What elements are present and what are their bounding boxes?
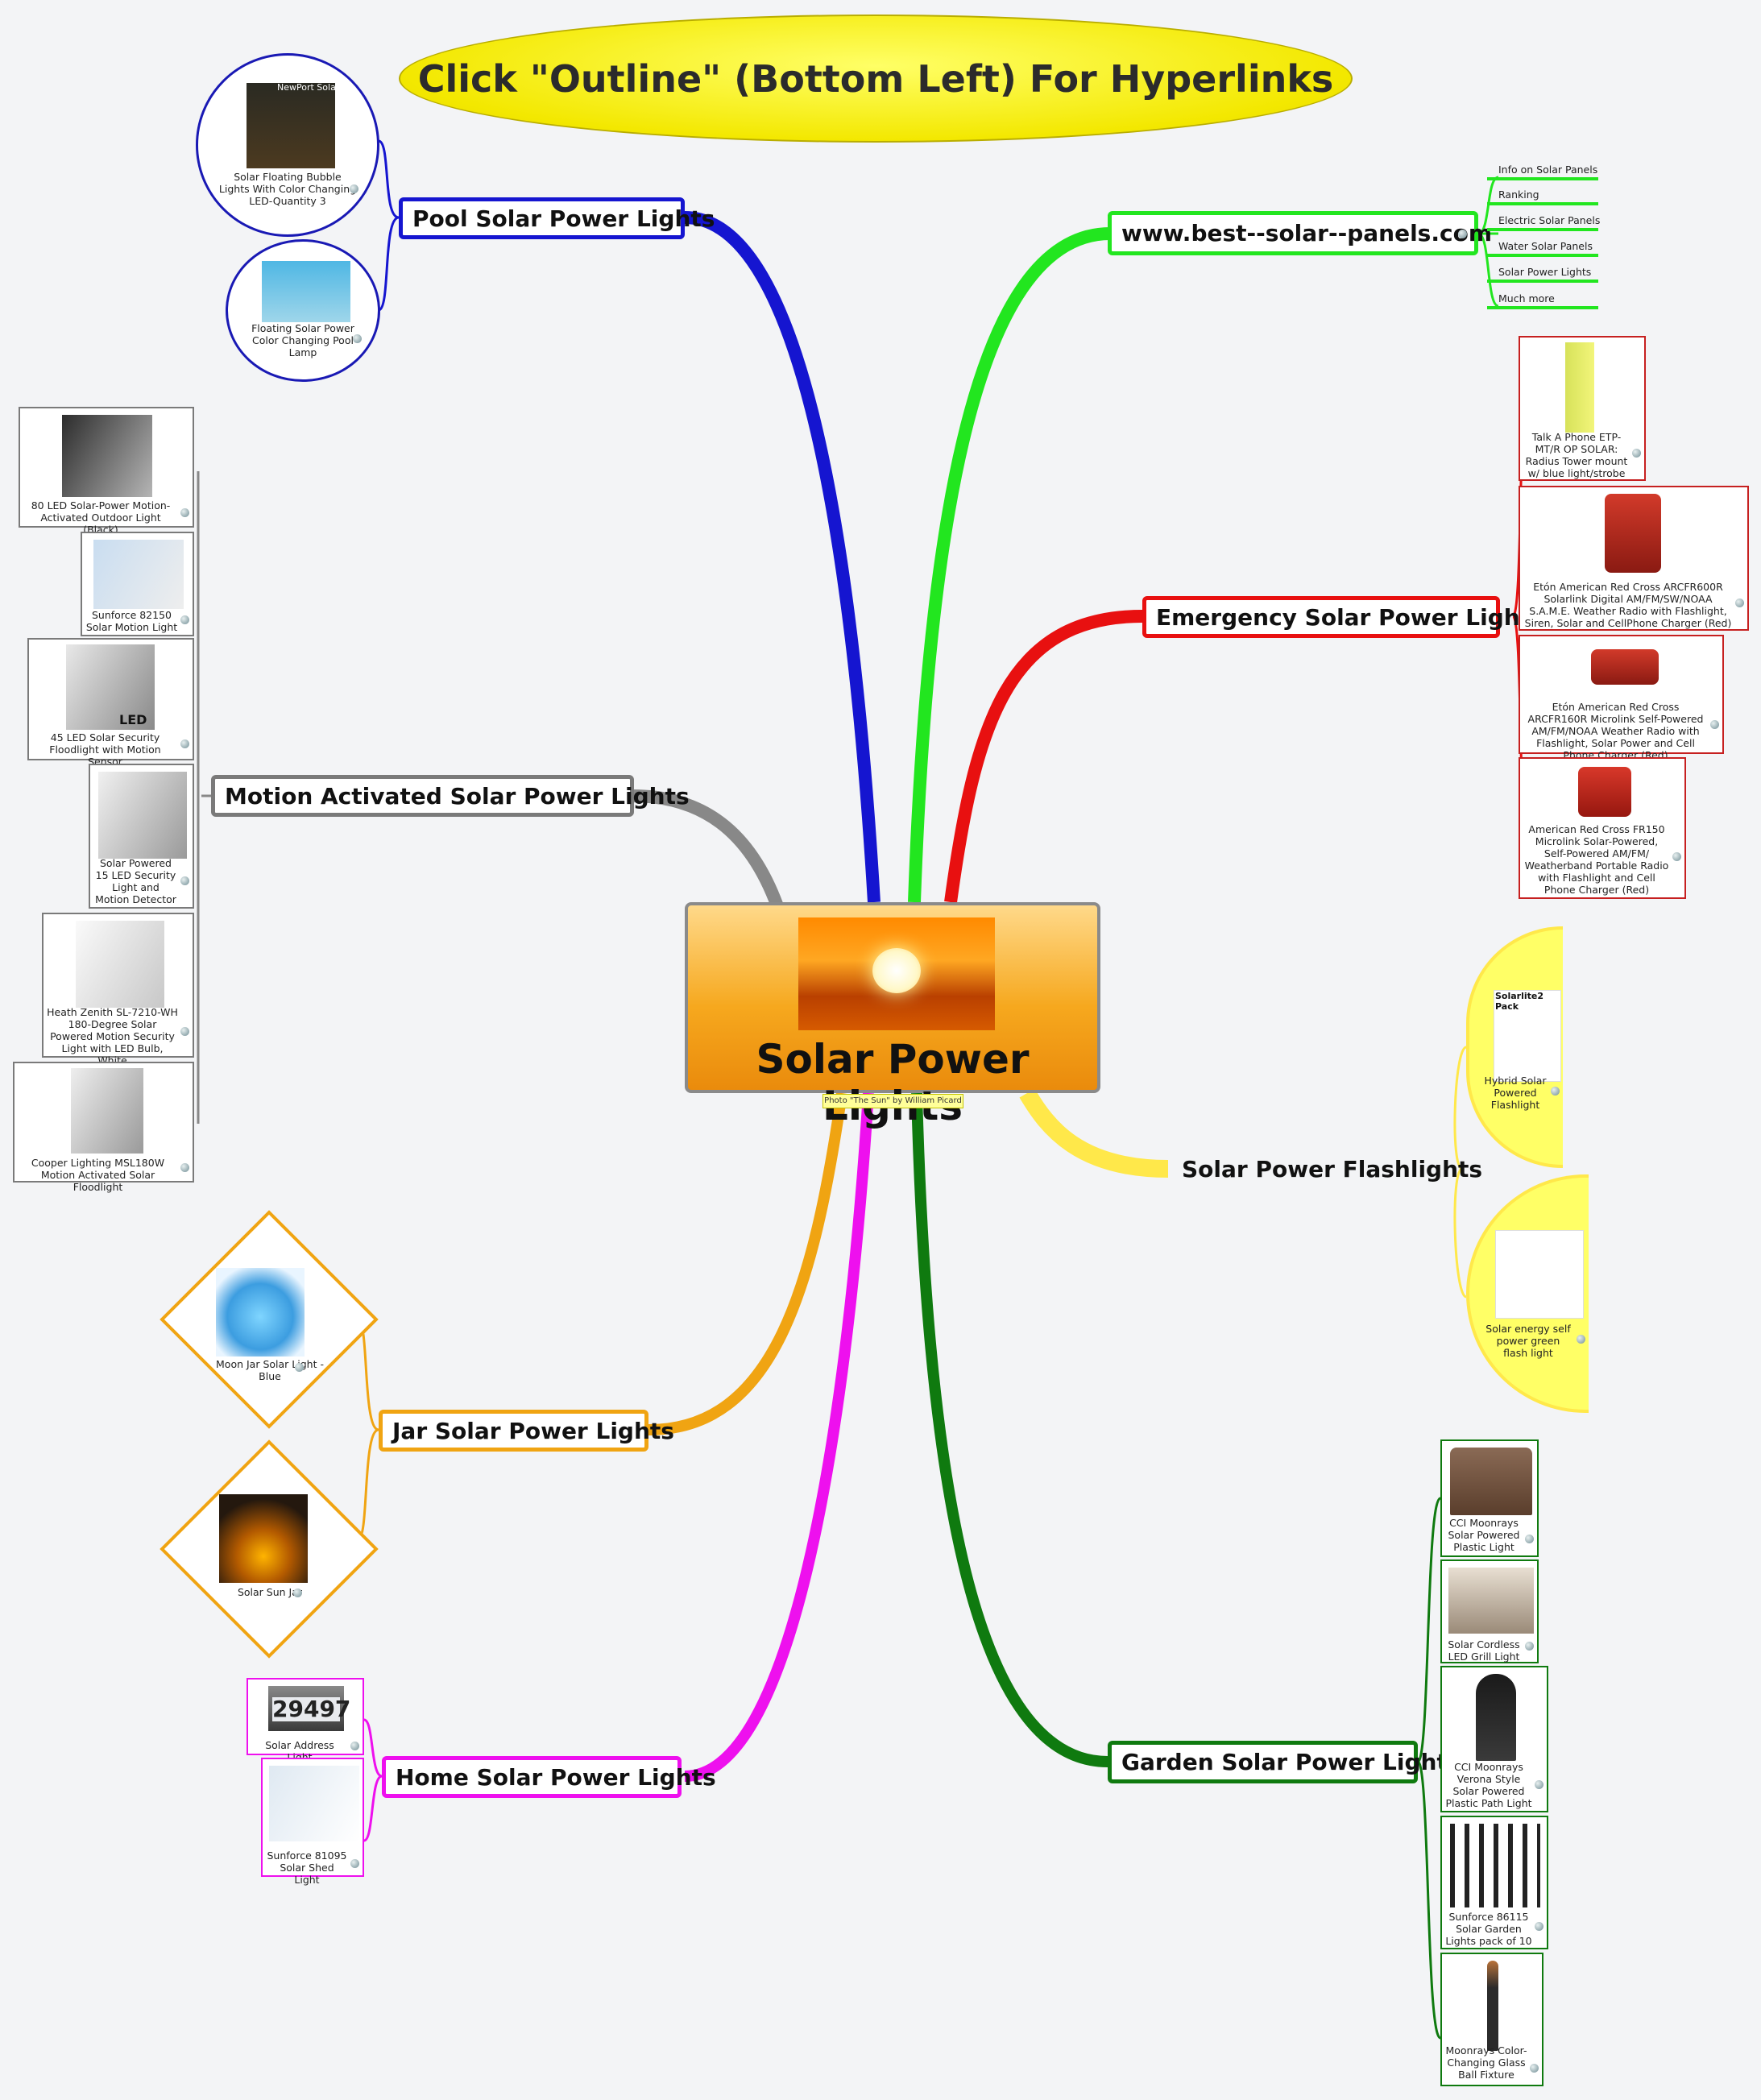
link-garden bbox=[911, 1092, 1108, 1767]
branch-emergency[interactable]: Emergency Solar Power Lights bbox=[1142, 596, 1544, 638]
home-item-shed-light[interactable]: Sunforce 81095 Solar Shed Light bbox=[261, 1758, 364, 1886]
motion-item-15-led[interactable]: Solar Powered 15 LED Security Light and … bbox=[89, 764, 194, 909]
pool-item-bubble-lights[interactable]: NewPort Solar Solar Floating Bubble Ligh… bbox=[196, 53, 379, 237]
hyperlink-icon[interactable] bbox=[180, 1027, 189, 1036]
sun-photo bbox=[798, 917, 995, 1030]
site-link-ranking[interactable]: Ranking bbox=[1498, 188, 1539, 201]
garden-item-sunforce-86115[interactable]: Sunforce 86115 Solar Garden Lights pack … bbox=[1440, 1816, 1548, 1949]
photo-credit: Photo "The Sun" by William Picard bbox=[822, 1094, 963, 1108]
site-link-more[interactable]: Much more bbox=[1498, 292, 1555, 304]
hyperlink-icon[interactable] bbox=[350, 184, 358, 193]
branch-pool[interactable]: Pool Solar Power Lights bbox=[399, 197, 715, 239]
site-link-water[interactable]: Water Solar Panels bbox=[1498, 240, 1593, 252]
hyperlink-banner: Click "Outline" (Bottom Left) For Hyperl… bbox=[399, 14, 1353, 143]
branch-home[interactable]: Home Solar Power Lights bbox=[382, 1756, 716, 1798]
hyperlink-icon[interactable] bbox=[353, 334, 362, 343]
hyperlink-icon[interactable] bbox=[350, 1859, 359, 1868]
emergency-item-fr150[interactable]: American Red Cross FR150 Microlink Solar… bbox=[1519, 757, 1686, 899]
hyperlink-icon[interactable] bbox=[180, 615, 189, 624]
emergency-item-arcfr600r[interactable]: Etón American Red Cross ARCFR600R Solarl… bbox=[1519, 486, 1749, 631]
address-number: 29497 bbox=[272, 1696, 351, 1722]
hyperlink-icon[interactable] bbox=[1525, 1535, 1534, 1543]
hyperlink-icon[interactable] bbox=[295, 1363, 304, 1372]
motion-item-heath-zenith[interactable]: Heath Zenith SL-7210-WH 180-Degree Solar… bbox=[42, 913, 194, 1067]
link-jar bbox=[648, 1092, 847, 1435]
led-label: LED bbox=[119, 712, 147, 727]
motion-item-80-led[interactable]: 80 LED Solar-Power Motion-Activated Outd… bbox=[19, 407, 194, 536]
flashlight-item-hybrid[interactable]: Solarlite2 Pack Hybrid Solar Powered Fla… bbox=[1466, 926, 1563, 1168]
branch-motion[interactable]: Motion Activated Solar Power Lights bbox=[211, 775, 690, 817]
branch-garden[interactable]: Garden Solar Power Lights bbox=[1108, 1741, 1461, 1783]
pool-item-floating-lamp[interactable]: Floating Solar Power Color Changing Pool… bbox=[226, 239, 380, 382]
site-link-electric[interactable]: Electric Solar Panels bbox=[1498, 214, 1601, 226]
hyperlink-icon[interactable] bbox=[1535, 1780, 1543, 1789]
branch-website[interactable]: www.best--solar--panels.com bbox=[1108, 211, 1492, 255]
hyperlink-icon[interactable] bbox=[1551, 1087, 1560, 1096]
motion-item-cooper[interactable]: Cooper Lighting MSL180W Motion Activated… bbox=[13, 1062, 194, 1193]
hyperlink-icon[interactable] bbox=[350, 1742, 359, 1750]
hyperlink-icon[interactable] bbox=[180, 1163, 189, 1172]
link-site bbox=[908, 227, 1111, 903]
hyperlink-icon[interactable] bbox=[1535, 1922, 1543, 1931]
hyperlink-icon[interactable] bbox=[1530, 2064, 1539, 2073]
link-motion bbox=[632, 789, 784, 909]
link-home bbox=[684, 1092, 874, 1782]
garden-item-glass-ball[interactable]: Moonrays Color-Changing Glass Ball Fixtu… bbox=[1440, 1953, 1543, 2086]
garden-item-moonrays-plastic[interactable]: CCI Moonrays Solar Powered Plastic Light bbox=[1440, 1439, 1539, 1557]
emergency-item-talk-a-phone[interactable]: Talk A Phone ETP-MT/R OP SOLAR: Radius T… bbox=[1519, 336, 1646, 481]
garden-item-grill-light[interactable]: Solar Cordless LED Grill Light bbox=[1440, 1559, 1539, 1663]
hyperlink-icon[interactable] bbox=[1525, 1642, 1534, 1651]
central-title: Solar Power Lights bbox=[756, 1036, 1030, 1129]
jar-item-moon-jar[interactable]: Moon Jar Solar Light - Blue bbox=[161, 1210, 379, 1427]
branch-flashlights[interactable]: Solar Power Flashlights bbox=[1182, 1155, 1483, 1183]
hyperlink-icon[interactable] bbox=[180, 876, 189, 885]
site-link-info[interactable]: Info on Solar Panels bbox=[1498, 164, 1598, 176]
hyperlink-icon[interactable] bbox=[1458, 230, 1467, 238]
link-pool bbox=[684, 211, 881, 903]
hyperlink-icon[interactable] bbox=[180, 739, 189, 748]
home-item-address-light[interactable]: 29497 Solar Address Light bbox=[247, 1678, 364, 1763]
central-topic[interactable]: Solar Power Lights bbox=[685, 902, 1100, 1129]
jar-item-sun-jar[interactable]: Solar Sun Jar bbox=[161, 1439, 379, 1657]
link-flashlights bbox=[1019, 1088, 1169, 1178]
hyperlink-icon[interactable] bbox=[1735, 599, 1744, 607]
garden-item-verona-path[interactable]: CCI Moonrays Verona Style Solar Powered … bbox=[1440, 1666, 1548, 1812]
hyperlink-icon[interactable] bbox=[180, 508, 189, 517]
newport-badge: NewPort Solar bbox=[277, 82, 340, 93]
motion-item-sunforce-82150[interactable]: Sunforce 82150 Solar Motion Light bbox=[81, 532, 194, 636]
hyperlink-icon[interactable] bbox=[1672, 852, 1681, 861]
sun-icon bbox=[872, 948, 921, 993]
hyperlink-icon[interactable] bbox=[1632, 449, 1641, 458]
site-link-lights[interactable]: Solar Power Lights bbox=[1498, 266, 1592, 278]
hyperlink-icon[interactable] bbox=[293, 1588, 302, 1597]
branch-jar[interactable]: Jar Solar Power Lights bbox=[379, 1410, 674, 1452]
emergency-item-arcfr160r[interactable]: Etón American Red Cross ARCFR160R Microl… bbox=[1519, 635, 1724, 761]
motion-item-45-led[interactable]: LED 45 LED Solar Security Floodlight wit… bbox=[27, 638, 194, 768]
link-emergency bbox=[944, 610, 1143, 904]
pack-label: Solarlite2 Pack bbox=[1495, 991, 1544, 1012]
hyperlink-icon[interactable] bbox=[1710, 720, 1719, 729]
hyperlink-icon[interactable] bbox=[1577, 1335, 1585, 1344]
